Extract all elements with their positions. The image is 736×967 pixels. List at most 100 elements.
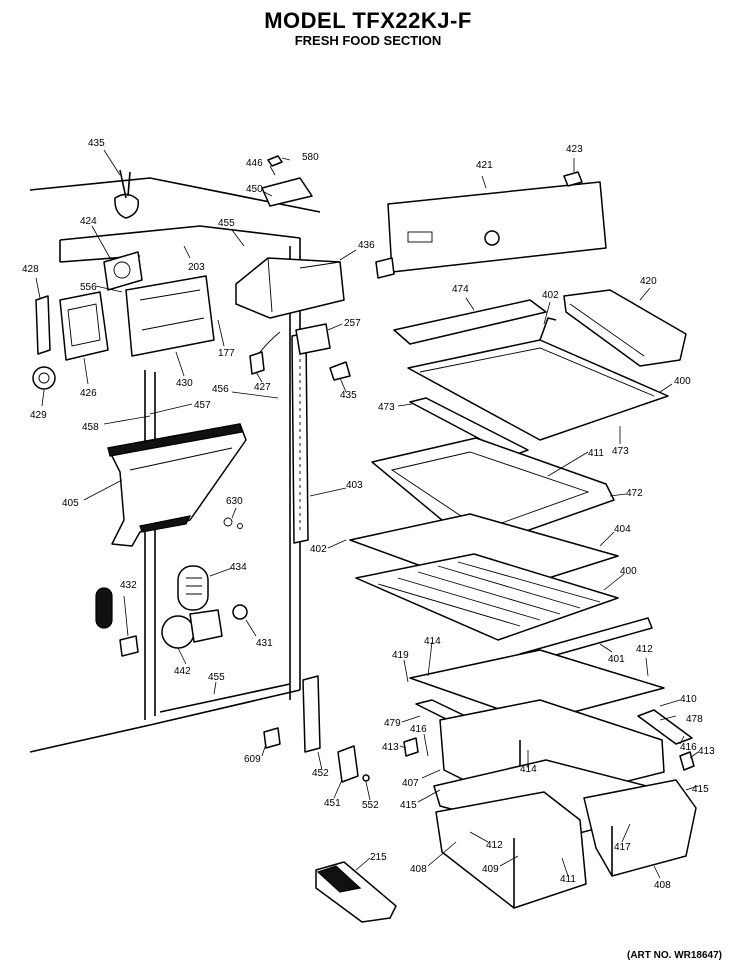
callout-label: 177 — [218, 348, 235, 359]
callout-label: 436 — [358, 240, 375, 251]
callout-label: 455 — [208, 672, 225, 683]
callout-label: 424 — [80, 216, 97, 227]
callout-label: 416 — [680, 742, 697, 753]
shelf-400-lower — [355, 553, 619, 641]
callout-labels: 435 446 580 421 423 450 424 455 203 436 … — [22, 138, 715, 891]
callout-label: 430 — [176, 378, 193, 389]
clip-435b — [329, 361, 351, 381]
callout-label: 435 — [88, 138, 105, 149]
callout-label: 450 — [246, 184, 263, 195]
light-shield-436 — [235, 257, 345, 319]
callout-label: 432 — [120, 580, 137, 591]
callout-label: 479 — [384, 718, 401, 729]
callout-label: 458 — [82, 422, 99, 433]
art-number: (ART NO. WR18647) — [626, 950, 722, 961]
callout-label: 215 — [370, 852, 387, 863]
callout-label: 452 — [312, 768, 329, 779]
callout-label: 416 — [410, 724, 427, 735]
callout-label: 421 — [476, 160, 493, 171]
clip-435 — [114, 169, 139, 219]
callout-label: 428 — [22, 264, 39, 275]
callout-label: 412 — [636, 644, 653, 655]
callout-label: 411 — [560, 874, 576, 885]
vent-432 — [95, 587, 139, 657]
callout-label: 457 — [194, 400, 211, 411]
bin-420 — [563, 289, 687, 367]
callout-label: 405 — [62, 498, 79, 509]
callout-label: 417 — [614, 842, 631, 853]
callout-label: 415 — [400, 800, 417, 811]
callout-label: 556 — [80, 282, 97, 293]
callout-label: 257 — [344, 318, 361, 329]
callout-label: 414 — [424, 636, 441, 647]
callout-label: 408 — [410, 864, 427, 875]
callout-label: 401 — [608, 654, 625, 665]
callout-label: 580 — [302, 152, 319, 163]
grommet-630 — [223, 517, 243, 529]
vent-434 — [177, 565, 209, 611]
callout-label: 400 — [620, 566, 637, 577]
damper-442 — [161, 609, 223, 649]
callout-label: 411 — [588, 448, 604, 459]
callout-label: 431 — [256, 638, 273, 649]
nut-431 — [232, 604, 248, 620]
callout-label: 402 — [310, 544, 327, 555]
clip-609 — [263, 727, 281, 749]
shelf-trim-474 — [393, 299, 547, 345]
callout-label: 410 — [680, 694, 697, 705]
callout-label: 427 — [254, 382, 271, 393]
callout-label: 552 — [362, 800, 379, 811]
callout-label: 419 — [392, 650, 409, 661]
socket-427 — [249, 331, 281, 375]
callout-label: 203 — [188, 262, 205, 273]
callout-label: 478 — [686, 714, 703, 725]
callout-label: 400 — [674, 376, 691, 387]
callout-label: 630 — [226, 496, 243, 507]
leader-lines — [35, 149, 699, 879]
duct-405 — [107, 423, 247, 547]
callout-label: 609 — [244, 754, 261, 765]
callout-label: 473 — [612, 446, 629, 457]
housing-426 — [59, 291, 109, 361]
model-title: MODEL TFX22KJ-F — [264, 8, 472, 33]
drawer-408-right — [583, 779, 697, 877]
cover-414 — [409, 649, 665, 723]
fan-424 — [103, 251, 143, 291]
cover-430 — [125, 275, 215, 357]
callout-label: 451 — [324, 798, 341, 809]
callout-label: 423 — [566, 144, 583, 155]
callout-label: 413 — [382, 742, 399, 753]
control-panel-421 — [375, 181, 607, 279]
callout-label: 404 — [614, 524, 631, 535]
callout-label: 420 — [640, 276, 657, 287]
clip-413 — [403, 737, 695, 771]
callout-label: 408 — [654, 880, 671, 891]
callout-label: 456 — [212, 384, 229, 395]
callout-label: 426 — [80, 388, 97, 399]
bracket-428 — [35, 295, 51, 355]
callout-label: 409 — [482, 864, 499, 875]
callout-label: 413 — [698, 746, 715, 757]
knob-429 — [32, 366, 56, 390]
callout-label: 434 — [230, 562, 247, 573]
switch-257 — [295, 323, 331, 355]
callout-label: 472 — [626, 488, 643, 499]
mullion-rail — [291, 332, 321, 753]
callout-label: 435 — [340, 390, 357, 401]
callout-label: 429 — [30, 410, 47, 421]
callout-label: 473 — [378, 402, 395, 413]
callout-label: 415 — [692, 784, 709, 795]
callout-label: 455 — [218, 218, 235, 229]
callout-label: 442 — [174, 666, 191, 677]
callout-label: 407 — [402, 778, 419, 789]
callout-label: 414 — [520, 764, 537, 775]
callout-label: 446 — [246, 158, 263, 169]
drawer-408-left — [435, 791, 587, 909]
shelf-400-top — [407, 317, 669, 441]
callout-label: 474 — [452, 284, 469, 295]
bracket-450 — [261, 155, 313, 207]
hinge-451 — [337, 745, 370, 783]
callout-label: 402 — [542, 290, 559, 301]
section-title: FRESH FOOD SECTION — [294, 33, 442, 48]
